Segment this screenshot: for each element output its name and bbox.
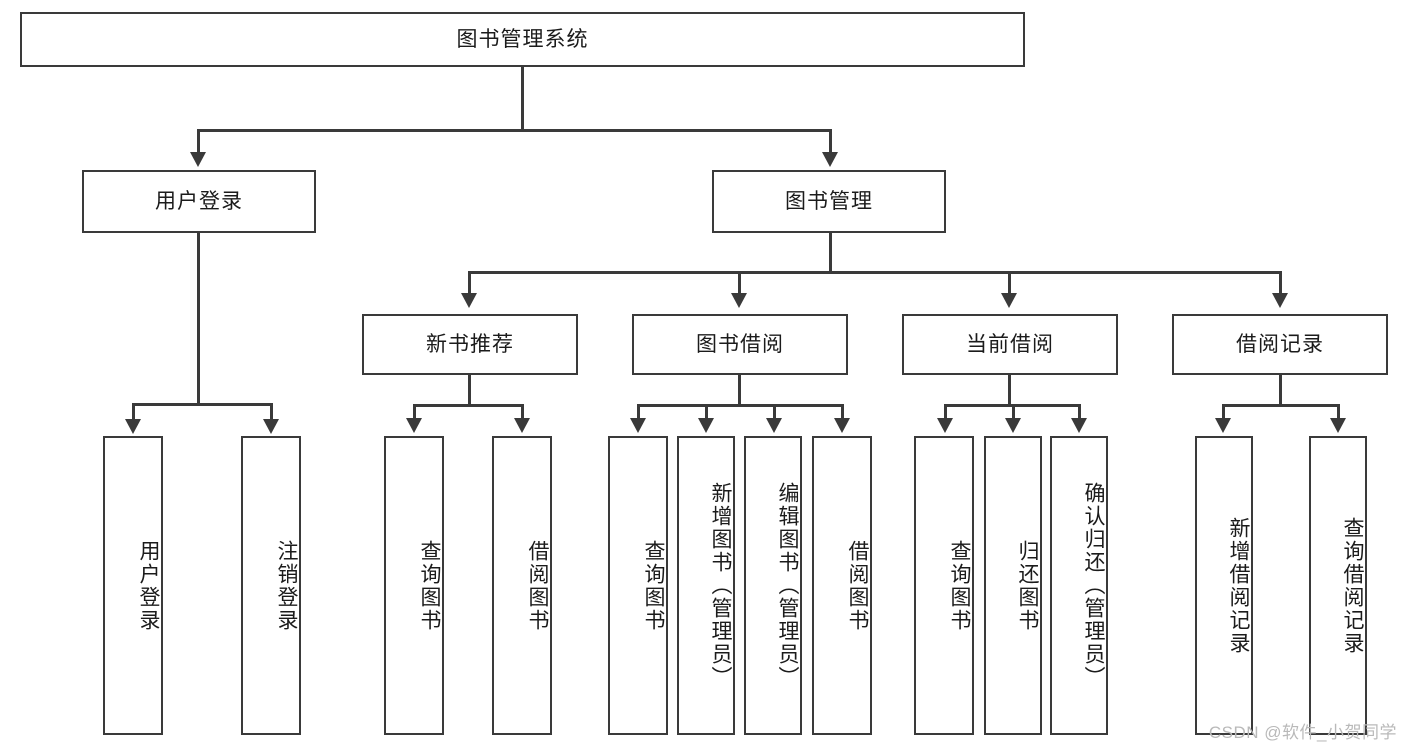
node-label: 查询图书 [418,539,441,632]
leaf-user-login-logout[interactable]: 注销登录 [241,436,301,735]
edge-user-login-stem [197,233,200,406]
edge-nbr-drop-2 [521,404,524,420]
node-label: 新增借阅记录 [1227,516,1250,655]
edge-br-drop-2 [1337,404,1340,420]
leaf-cb-query-book[interactable]: 查询图书 [914,436,974,735]
node-label: 查询图书 [642,539,665,632]
arrow-to-new-book-recommend [461,293,477,308]
watermark: CSDN @软件_小贺同学 [1208,723,1397,742]
edge-user-login-drop-1 [132,403,135,421]
arrow-to-leaf-nbr-1 [406,418,422,433]
node-label: 借阅图书 [526,539,549,632]
node-label: 图书管理系统 [456,27,589,51]
arrow-to-user-login [190,152,206,167]
edge-bb-bar [637,404,844,407]
edge-user-login-drop-2 [270,403,273,421]
arrow-to-leaf-user-login [125,419,141,434]
leaf-bb-query-book[interactable]: 查询图书 [608,436,668,735]
node-label: 借阅记录 [1236,332,1324,356]
leaf-nbr-query-book[interactable]: 查询图书 [384,436,444,735]
node-borrow-record[interactable]: 借阅记录 [1172,314,1388,375]
edge-nbr-bar [413,404,523,407]
edge-nbr-drop-1 [413,404,416,420]
arrow-to-leaf-nbr-2 [514,418,530,433]
edge-root-to-book-management [829,129,832,155]
edge-root-stem [521,67,524,129]
edge-bm-drop-4 [1279,271,1282,295]
leaf-bb-borrow-book[interactable]: 借阅图书 [812,436,872,735]
node-book-management[interactable]: 图书管理 [712,170,946,233]
arrow-to-current-borrow [1001,293,1017,308]
leaf-br-add-record[interactable]: 新增借阅记录 [1195,436,1253,735]
leaf-bb-edit-book-admin[interactable]: 编辑图书（管理员） [744,436,802,735]
node-label: 图书管理 [785,189,873,213]
edge-bm-drop-1 [468,271,471,295]
node-label: 借阅图书 [846,539,869,632]
edge-bb-stem [738,375,741,406]
arrow-to-leaf-bb-1 [630,418,646,433]
edge-cb-drop-3 [1078,404,1081,420]
node-label: 当前借阅 [966,332,1054,356]
arrow-to-book-management [822,152,838,167]
leaf-nbr-borrow-book[interactable]: 借阅图书 [492,436,552,735]
node-label: 查询借阅记录 [1341,516,1364,655]
node-label: 新书推荐 [426,332,514,356]
edge-cb-bar [944,404,1078,407]
edge-bm-drop-2 [738,271,741,295]
edge-book-management-bar [468,271,1282,274]
edge-bb-drop-1 [637,404,640,420]
node-current-borrow[interactable]: 当前借阅 [902,314,1118,375]
arrow-to-leaf-cb-1 [937,418,953,433]
edge-cb-stem [1008,375,1011,406]
edge-br-stem [1279,375,1282,406]
node-book-borrow[interactable]: 图书借阅 [632,314,848,375]
edge-br-bar [1222,404,1339,407]
arrow-to-leaf-bb-4 [834,418,850,433]
edge-root-to-user-login [197,129,200,155]
node-label: 图书借阅 [696,332,784,356]
arrow-to-leaf-br-2 [1330,418,1346,433]
node-label: 用户登录 [155,189,243,213]
arrow-to-book-borrow [731,293,747,308]
edge-root-bar [197,129,832,132]
node-label: 查询图书 [948,539,971,632]
edge-bb-drop-3 [773,404,776,420]
node-label: 新增图书（管理员） [709,482,732,689]
node-label: 用户登录 [137,539,160,632]
arrow-to-leaf-bb-2 [698,418,714,433]
edge-bb-drop-2 [705,404,708,420]
leaf-bb-add-book-admin[interactable]: 新增图书（管理员） [677,436,735,735]
node-label: 注销登录 [275,539,298,632]
edge-cb-drop-2 [1012,404,1015,420]
leaf-user-login-login[interactable]: 用户登录 [103,436,163,735]
arrow-to-leaf-br-1 [1215,418,1231,433]
edge-nbr-stem [468,375,471,406]
arrow-to-leaf-cb-3 [1071,418,1087,433]
edge-br-drop-1 [1222,404,1225,420]
leaf-cb-return-book[interactable]: 归还图书 [984,436,1042,735]
leaf-br-query-record[interactable]: 查询借阅记录 [1309,436,1367,735]
node-label: 归还图书 [1016,539,1039,632]
node-root-book-management-system[interactable]: 图书管理系统 [20,12,1025,67]
arrow-to-borrow-record [1272,293,1288,308]
edge-bb-drop-4 [841,404,844,420]
edge-book-management-stem [829,233,832,273]
arrow-to-leaf-bb-3 [766,418,782,433]
leaf-cb-confirm-return-admin[interactable]: 确认归还（管理员） [1050,436,1108,735]
node-label: 编辑图书（管理员） [776,482,799,689]
arrow-to-leaf-logout [263,419,279,434]
node-new-book-recommend[interactable]: 新书推荐 [362,314,578,375]
node-label: 确认归还（管理员） [1082,482,1105,689]
edge-user-login-bar [132,403,272,406]
edge-cb-drop-1 [944,404,947,420]
node-user-login[interactable]: 用户登录 [82,170,316,233]
arrow-to-leaf-cb-2 [1005,418,1021,433]
edge-bm-drop-3 [1008,271,1011,295]
